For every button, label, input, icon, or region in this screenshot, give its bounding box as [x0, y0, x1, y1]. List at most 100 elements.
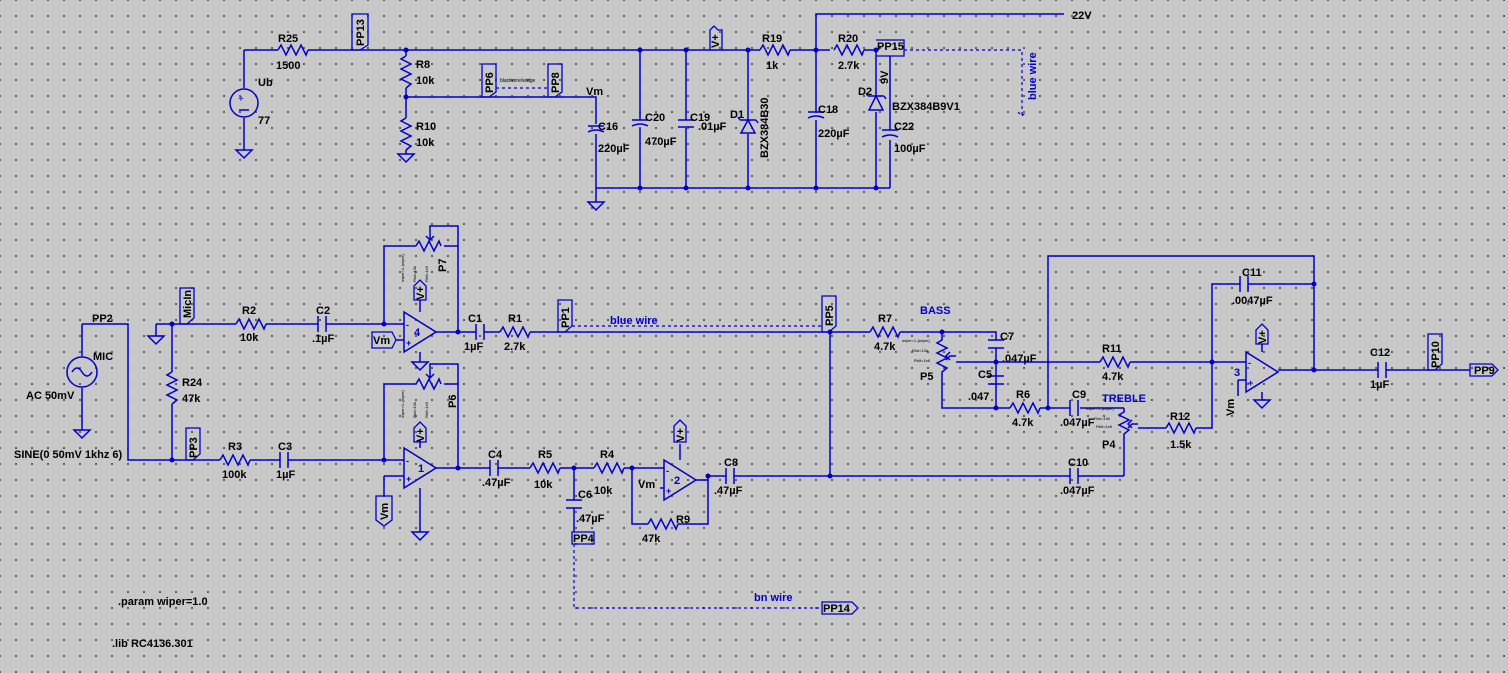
capacitor-c3[interactable] [279, 452, 289, 468]
c3-value: 1µF [276, 469, 295, 481]
pp10-flag[interactable] [1427, 333, 1443, 371]
c9-label: C9 [1072, 389, 1086, 401]
zener-diode-d1[interactable] [737, 116, 759, 134]
r7-value: 4.7k [874, 341, 896, 353]
opamp-u3[interactable] [1245, 350, 1280, 394]
vm-label-u4: Vm [373, 335, 390, 347]
potentiometer-p6[interactable] [415, 363, 459, 391]
resistor-r2[interactable] [235, 317, 267, 331]
capacitor-c12[interactable] [1377, 362, 1387, 378]
r1-value: 2.7k [504, 341, 526, 353]
resistor-r24[interactable] [165, 371, 179, 405]
capacitor-c16[interactable] [587, 125, 605, 133]
capacitor-c2[interactable] [317, 316, 327, 332]
vplus-flag-u2[interactable] [673, 419, 687, 443]
resistor-r7[interactable] [869, 325, 901, 339]
c7-label: C7 [1000, 331, 1014, 343]
resistor-r10[interactable] [399, 117, 413, 151]
capacitor-c22[interactable] [881, 129, 899, 138]
resistor-r25[interactable] [277, 43, 309, 57]
c16-label: C16 [598, 121, 618, 133]
capacitor-c10[interactable] [1069, 468, 1079, 484]
voltage-source-mic[interactable] [66, 356, 98, 388]
vplus-label-u4: V+ [415, 286, 427, 300]
r5-value: 10k [534, 479, 553, 491]
capacitor-c19[interactable] [678, 119, 694, 128]
pp1-flag[interactable] [557, 299, 573, 333]
p5-label: P5 [920, 371, 933, 383]
capacitor-c4[interactable] [489, 460, 499, 476]
resistor-r6[interactable] [1009, 401, 1041, 415]
resistor-r12[interactable] [1165, 421, 1197, 435]
lib-directive[interactable]: .lib RC4136.301 [112, 638, 193, 650]
p6-param-a: wiper=1-{wiper} [400, 390, 405, 418]
resistor-r4[interactable] [593, 461, 625, 475]
vm-flag-u1[interactable] [375, 495, 393, 527]
pp9-label: PP9 [1474, 365, 1495, 377]
c12-value: 1µF [1370, 379, 1389, 391]
pp4-flag[interactable] [571, 531, 595, 545]
capacitor-c1[interactable] [475, 324, 485, 340]
potentiometer-p4[interactable] [1117, 408, 1138, 476]
micin-flag[interactable] [179, 287, 195, 325]
opamp-u2[interactable] [663, 458, 698, 502]
opamp-u1[interactable] [403, 446, 438, 490]
potentiometer-p7[interactable] [415, 225, 459, 253]
capacitor-c9[interactable] [1069, 400, 1079, 416]
r11-value: 4.7k [1102, 371, 1124, 383]
capacitor-c8[interactable] [725, 468, 735, 484]
pp3-flag[interactable] [185, 427, 201, 461]
vplus-flag-top[interactable] [709, 25, 723, 50]
capacitor-c18[interactable] [807, 111, 825, 119]
voltage-source-ub[interactable] [229, 88, 259, 118]
resistor-r19[interactable] [759, 43, 791, 57]
pp14-flag[interactable] [821, 601, 859, 615]
r4-value: 10k [594, 485, 613, 497]
potentiometer-p5[interactable] [935, 332, 996, 409]
capacitor-c20[interactable] [631, 119, 649, 127]
capacitor-c6[interactable] [566, 499, 582, 509]
c8-label: C8 [724, 457, 738, 469]
blue-wire-mid-label: blue wire [610, 315, 658, 327]
pp1-label: PP1 [560, 307, 572, 328]
ground-icon [1252, 399, 1272, 410]
pp3-label: PP3 [188, 437, 200, 458]
nine-v-label: 9V [879, 70, 891, 84]
r10-value: 10k [416, 137, 435, 149]
param-directive[interactable]: .param wiper=1.0 [118, 596, 208, 608]
c10-label: C10 [1068, 457, 1088, 469]
r5-label: R5 [538, 449, 552, 461]
pp6-flag[interactable] [481, 63, 497, 98]
p6-param-c: Rbit=1e6 [424, 401, 429, 418]
resistor-r1[interactable] [499, 325, 531, 339]
c18-value: 220µF [818, 128, 850, 140]
opamp-u4[interactable] [403, 310, 438, 354]
resistor-r5[interactable] [529, 461, 561, 475]
vm-flag-u4[interactable] [371, 331, 397, 349]
resistor-r11[interactable] [1099, 355, 1131, 369]
p6-param-b: Rtot=10k [412, 402, 417, 418]
pp15-label: PP15 [877, 41, 904, 53]
pp9-flag[interactable] [1469, 363, 1499, 377]
capacitor-c7[interactable] [988, 339, 1004, 349]
d2-part-label: BZX384B9V1 [892, 101, 960, 113]
zener-diode-d2[interactable] [865, 92, 887, 111]
capacitor-c11[interactable] [1239, 276, 1249, 292]
capacitor-c5[interactable] [988, 375, 1004, 385]
vplus-flag-u1[interactable] [413, 421, 427, 443]
p7-param-a: wiper=1-{wiper} [400, 254, 405, 282]
vplus-flag-u3[interactable] [1255, 323, 1269, 345]
r4-label: R4 [600, 449, 615, 461]
resistor-r3[interactable] [219, 453, 251, 467]
resistor-r20[interactable] [833, 43, 865, 57]
c5-value: .047 [968, 391, 989, 403]
c5-label: C5 [978, 369, 992, 381]
vplus-flag-u4[interactable] [413, 279, 427, 301]
resistor-r8[interactable] [399, 55, 413, 89]
resistor-r9[interactable] [647, 517, 679, 531]
r1-label: R1 [508, 313, 522, 325]
pp8-flag[interactable] [547, 63, 563, 98]
svg-text:-: - [1248, 358, 1251, 368]
